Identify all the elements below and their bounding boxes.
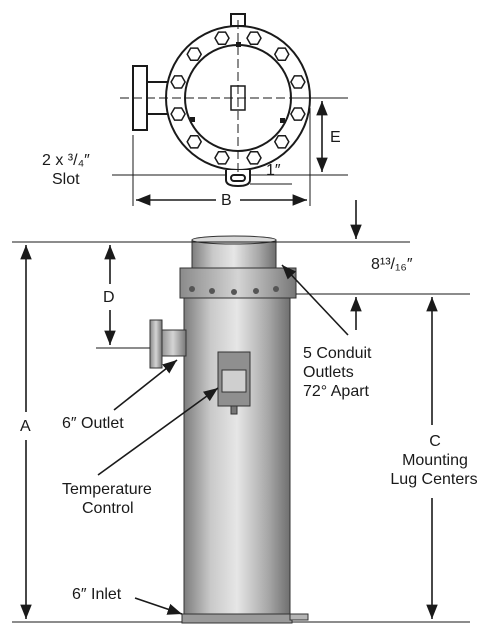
label-inlet: 6″ Inlet [72,586,122,603]
dim-C [292,297,470,623]
hex-bolt [186,47,203,61]
dim-B [132,108,311,206]
label-conduit-1: 5 Conduit [303,345,372,362]
leader-lines [97,264,349,615]
marker-square-2 [280,118,285,123]
flange-bolts [170,31,306,165]
label-C: C [429,433,441,450]
label-slot-size: 2 x ³/₄″ [42,152,90,169]
hex-bolt [170,107,186,121]
label-D: D [103,289,115,306]
hex-bolt [246,151,262,165]
tank [149,235,309,624]
label-temperature: Temperature [62,481,152,498]
dim-A [12,241,410,623]
label-outlet: 6″ Outlet [62,415,124,432]
dim-1in [112,174,292,185]
label-mounting-2: Lug Centers [390,471,478,488]
dim-top [296,200,470,330]
label-E: E [330,129,341,146]
flange-bolts-side [189,286,279,295]
label-mounting-1: Mounting [402,452,468,469]
label-1in: 1″ [266,162,281,179]
dim-E [250,97,348,176]
label-B: B [221,192,232,209]
hex-bolt [273,135,290,149]
hex-bolt [170,75,186,89]
label-top-dimension: 8¹³/₁₆″ [371,256,413,273]
label-A: A [20,418,31,435]
hex-bolt [246,31,262,45]
hex-bolt [214,31,230,45]
hex-bolt [290,75,306,89]
slot-hole [230,174,246,182]
marker-square-3 [190,117,195,122]
hex-bolt [273,47,290,61]
hex-bolt [290,107,306,121]
label-control: Control [82,500,134,517]
label-conduit-3: 72° Apart [303,383,369,400]
marker-square-1 [236,42,241,47]
label-slot: Slot [52,171,80,188]
dim-D [96,244,150,349]
hex-bolt [186,135,203,149]
hex-bolt [214,151,230,165]
label-conduit-2: Outlets [303,364,354,381]
